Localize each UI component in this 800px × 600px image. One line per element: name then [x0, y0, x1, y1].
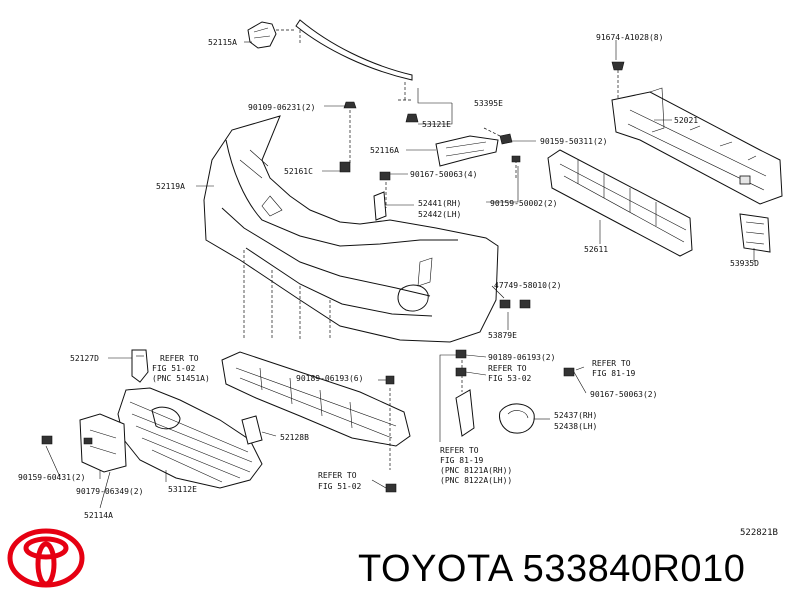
callout-label: 52128B	[280, 433, 309, 442]
callout-label: 90189-06193(6)	[296, 374, 363, 383]
callout-label: 52611	[584, 245, 608, 254]
lower-absorber-part	[221, 351, 411, 470]
clip-90109-part	[343, 101, 357, 165]
callout-label: 47749-58010(2)	[494, 281, 561, 290]
bracket-52127d-part	[131, 349, 149, 383]
callout-label: 52441(RH)	[418, 199, 461, 208]
callout-label: 52437(RH)	[554, 411, 597, 420]
callout-label: 91674-A1028(8)	[596, 33, 663, 42]
callout-label: REFER TO	[318, 471, 357, 480]
leader-lines	[45, 40, 755, 509]
callout-label: 90109-06231(2)	[248, 103, 315, 112]
callout-label: FIG 53-02	[488, 374, 532, 383]
cover-52128b-part	[241, 415, 263, 445]
callout-label: 90159-50002(2)	[490, 199, 557, 208]
callout-label: 90189-06193(2)	[488, 353, 555, 362]
callout-label: 90159-60431(2)	[18, 473, 85, 482]
callout-label: FIG 51-02	[318, 482, 362, 491]
callout-label: FIG 51-02	[152, 364, 196, 373]
callout-label: 52115A	[208, 38, 237, 47]
grille-53112e-part	[117, 387, 263, 489]
side-bracket-52116a-part	[435, 127, 521, 180]
callout-label: 52021	[674, 116, 698, 125]
clip-52161c-part	[339, 161, 391, 208]
callout-label: 52116A	[370, 146, 399, 155]
callout-label: REFER TO	[592, 359, 631, 368]
callout-label: (PNC 8121A(RH))	[440, 466, 512, 475]
callout-label: REFER TO	[488, 364, 527, 373]
callout-label: 90167-50063(4)	[410, 170, 477, 179]
bracket-52115a-part	[247, 21, 296, 49]
callout-label: FIG 81-19	[440, 456, 484, 465]
figure-code: 522821B	[740, 528, 778, 538]
callout-label: 52114A	[84, 511, 113, 520]
callout-label: 90159-50311(2)	[540, 137, 607, 146]
callout-labels: 52115A 91674-A1028(8) 53395E 90109-06231…	[18, 33, 759, 520]
callout-label: REFER TO	[440, 446, 479, 455]
fasteners	[385, 299, 531, 493]
callout-label: (PNC 51451A)	[152, 374, 210, 383]
bracket-53935d-part	[739, 213, 771, 253]
callout-label: 90179-06349(2)	[76, 487, 143, 496]
callout-label: 53395E	[474, 99, 503, 108]
callout-label: 53935D	[730, 259, 759, 268]
callout-label: 52161C	[284, 167, 313, 176]
lamp-bezel-52437-part	[499, 367, 575, 434]
toyota-logo-icon	[7, 528, 85, 588]
callout-label: 53121E	[422, 120, 451, 129]
absorber-52611-part	[547, 149, 693, 257]
callout-label: 52119A	[156, 182, 185, 191]
callout-label: 52438(LH)	[554, 422, 597, 431]
reflector-part	[455, 349, 475, 437]
callout-label: 53112E	[168, 485, 197, 494]
reinforcement-52021-part	[611, 61, 783, 205]
callout-label: 90167-50063(2)	[590, 390, 657, 399]
bumper-cover-part	[203, 115, 499, 343]
callout-label: 53879E	[488, 331, 517, 340]
callout-label: 52127D	[70, 354, 99, 363]
brand-part-number: TOYOTA 533840R010	[358, 548, 746, 590]
callout-label: 52442(LH)	[418, 210, 461, 219]
upper-molding-part	[295, 19, 413, 101]
callout-label: REFER TO	[160, 354, 199, 363]
callout-label: FIG 81-19	[592, 369, 636, 378]
retainer-52441-part	[373, 191, 387, 221]
plate-52114a-part	[41, 413, 127, 473]
callout-label: (PNC 8122A(LH))	[440, 476, 512, 485]
clip-53121e-part	[405, 113, 419, 123]
